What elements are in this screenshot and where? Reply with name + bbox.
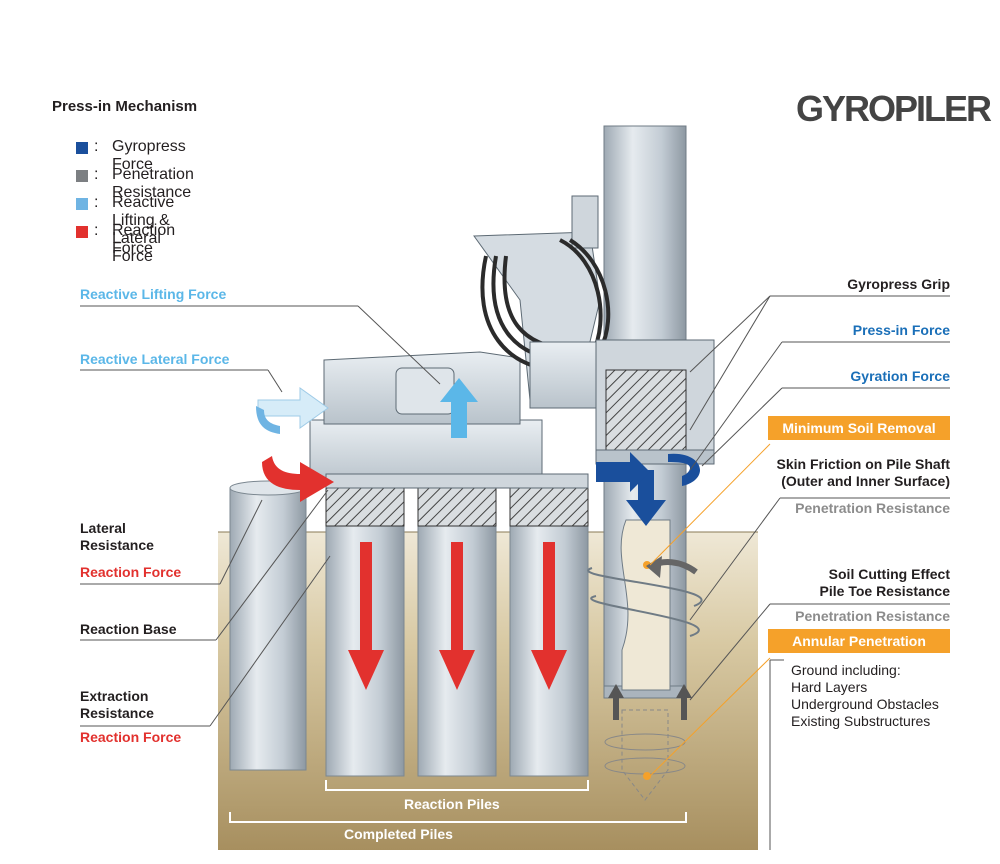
label-reactive-lateral-force: Reactive Lateral Force [80,351,230,367]
reactive-lifting-arrow [440,378,478,438]
leader-lines [80,295,950,850]
reaction-force-arrow [439,542,475,690]
label-penetration-resistance-shaft: Penetration Resistance [795,500,950,516]
label-soil-cutting-effect: Soil Cutting Effect Pile Toe Resistance [819,566,950,599]
legend-separator: : [94,138,99,155]
pile-brackets [229,780,687,823]
reaction-force-curl-arrow [262,456,334,502]
label-press-in-force: Press-in Force [852,322,950,338]
page-title: Press-in Mechanism [52,98,198,115]
orange-leader-lines [649,443,771,777]
reactive-lateral-arrow [256,387,329,434]
gyropiler-logo: GYROPILER [796,88,992,129]
legend-swatch-gray [76,170,88,182]
legend-label: Reaction Force [112,222,176,257]
label-completed-piles: Completed Piles [344,826,453,842]
reaction-force-arrow [531,542,567,690]
reaction-force-arrow [348,542,384,690]
legend-swatch-blue [76,142,88,154]
legend-swatch-light-blue [76,198,88,210]
label-reaction-force-lateral: Reaction Force [80,564,182,580]
legend-separator: : [94,222,99,239]
badge-minimum-soil-removal: Minimum Soil Removal [768,416,950,440]
label-skin-friction: Skin Friction on Pile Shaft (Outer and I… [776,456,950,489]
label-lateral-resistance: Lateral Resistance [80,520,154,553]
reaction-force-arrows [348,542,567,690]
legend-label: Gyropress Force [112,138,186,173]
label-reaction-force-extraction: Reaction Force [80,729,182,745]
gyropress-force-arrows [596,452,700,526]
label-reactive-lifting-force: Reactive Lifting Force [80,286,227,302]
legend-label: Reactive Lifting & Lateral Force [112,194,175,265]
label-reaction-base: Reaction Base [80,621,177,637]
legend-separator: : [94,194,99,211]
label-gyropress-grip: Gyropress Grip [847,276,950,292]
label-penetration-resistance-toe: Penetration Resistance [795,608,950,624]
label-reaction-piles: Reaction Piles [404,796,500,812]
legend-label: Penetration Resistance [112,166,194,201]
legend-swatch-red [76,226,88,238]
label-gyration-force: Gyration Force [850,368,950,384]
legend-separator: : [94,166,99,183]
label-ground-including: Ground including: Hard Layers Undergroun… [791,662,939,729]
label-extraction-resistance: Extraction Resistance [80,688,154,721]
badge-annular-penetration: Annular Penetration [768,629,950,653]
gyropiler-machine [309,195,715,489]
completed-pile-left [229,480,307,771]
